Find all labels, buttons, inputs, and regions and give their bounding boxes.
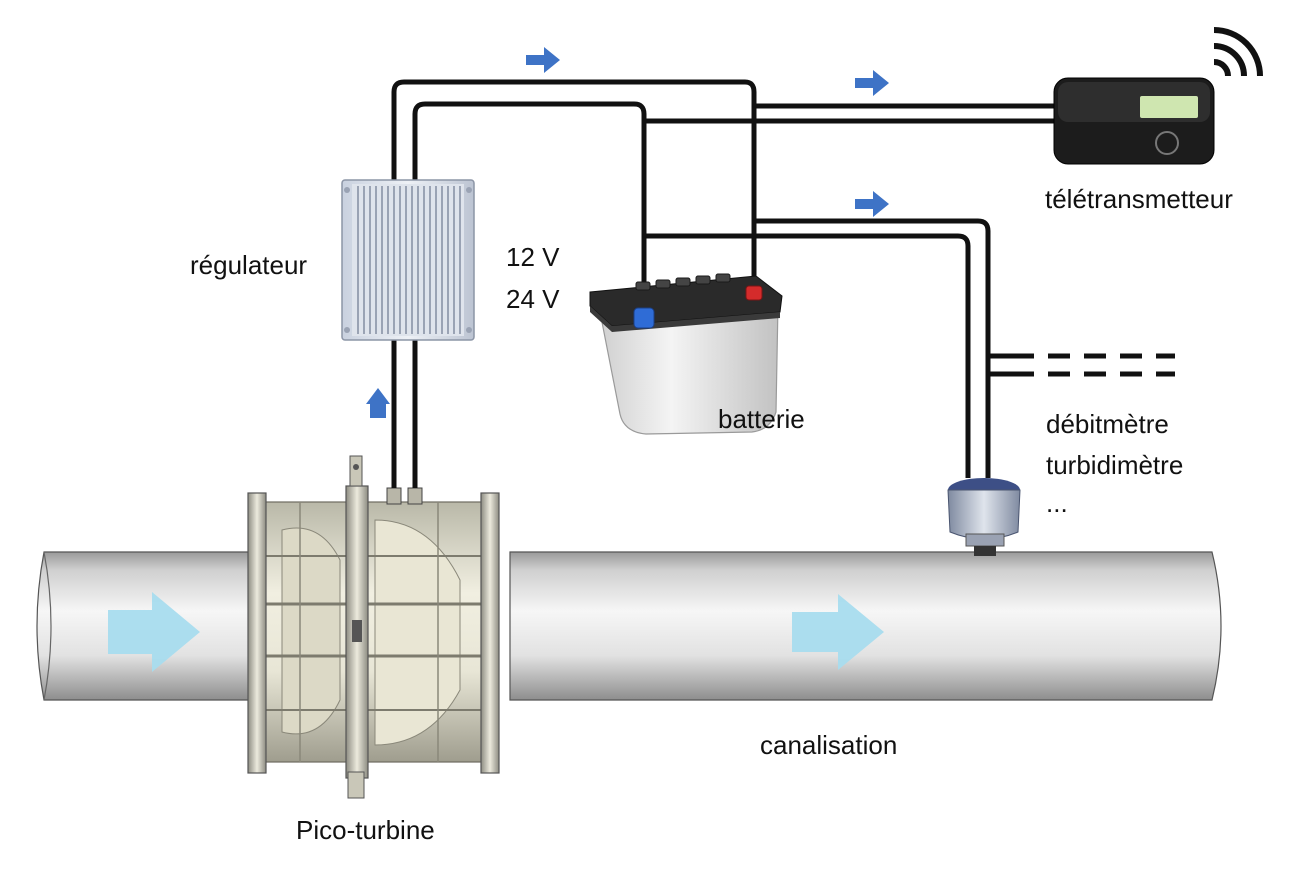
battery-positive-terminal (745, 285, 763, 301)
pico-turbine-icon (247, 455, 500, 799)
sensor-flowmeter-label: débitmètre (1046, 409, 1169, 439)
flow-arrow-left (108, 592, 200, 672)
battery-label: batterie (718, 404, 805, 434)
power-arrow-sensor (855, 191, 889, 217)
voltage-24-label: 24 V (506, 284, 560, 314)
teletransmitter-label: télétransmetteur (1045, 184, 1233, 214)
sensor-more-label: ... (1046, 488, 1068, 518)
turbine-label: Pico-turbine (296, 815, 435, 845)
flow-sensor-icon (947, 478, 1021, 556)
voltage-12-label: 12 V (506, 242, 560, 272)
car-battery-icon (589, 273, 783, 435)
wifi-signal-icon (1213, 27, 1263, 77)
wire-sensor-1 (754, 218, 991, 478)
wiring (391, 79, 1056, 488)
sensor-turbidimeter-label: turbidimètre (1046, 450, 1184, 480)
power-arrow-up (366, 388, 390, 418)
wire-reg-battery-positive (391, 79, 757, 288)
heatsink-regulator-icon (341, 179, 475, 341)
wire-branch-dashed (1048, 353, 1175, 377)
regulator-label: régulateur (190, 250, 308, 280)
power-arrow-transmitter (855, 70, 889, 96)
pipe-label: canalisation (760, 730, 898, 760)
wire-sensor-2 (644, 233, 971, 478)
battery-negative-terminal (633, 307, 655, 329)
power-arrow-top (526, 47, 560, 73)
teletransmitter-device-icon (1053, 77, 1215, 165)
wire-reg-battery-negative (412, 101, 647, 310)
flow-arrow-main (792, 594, 884, 670)
